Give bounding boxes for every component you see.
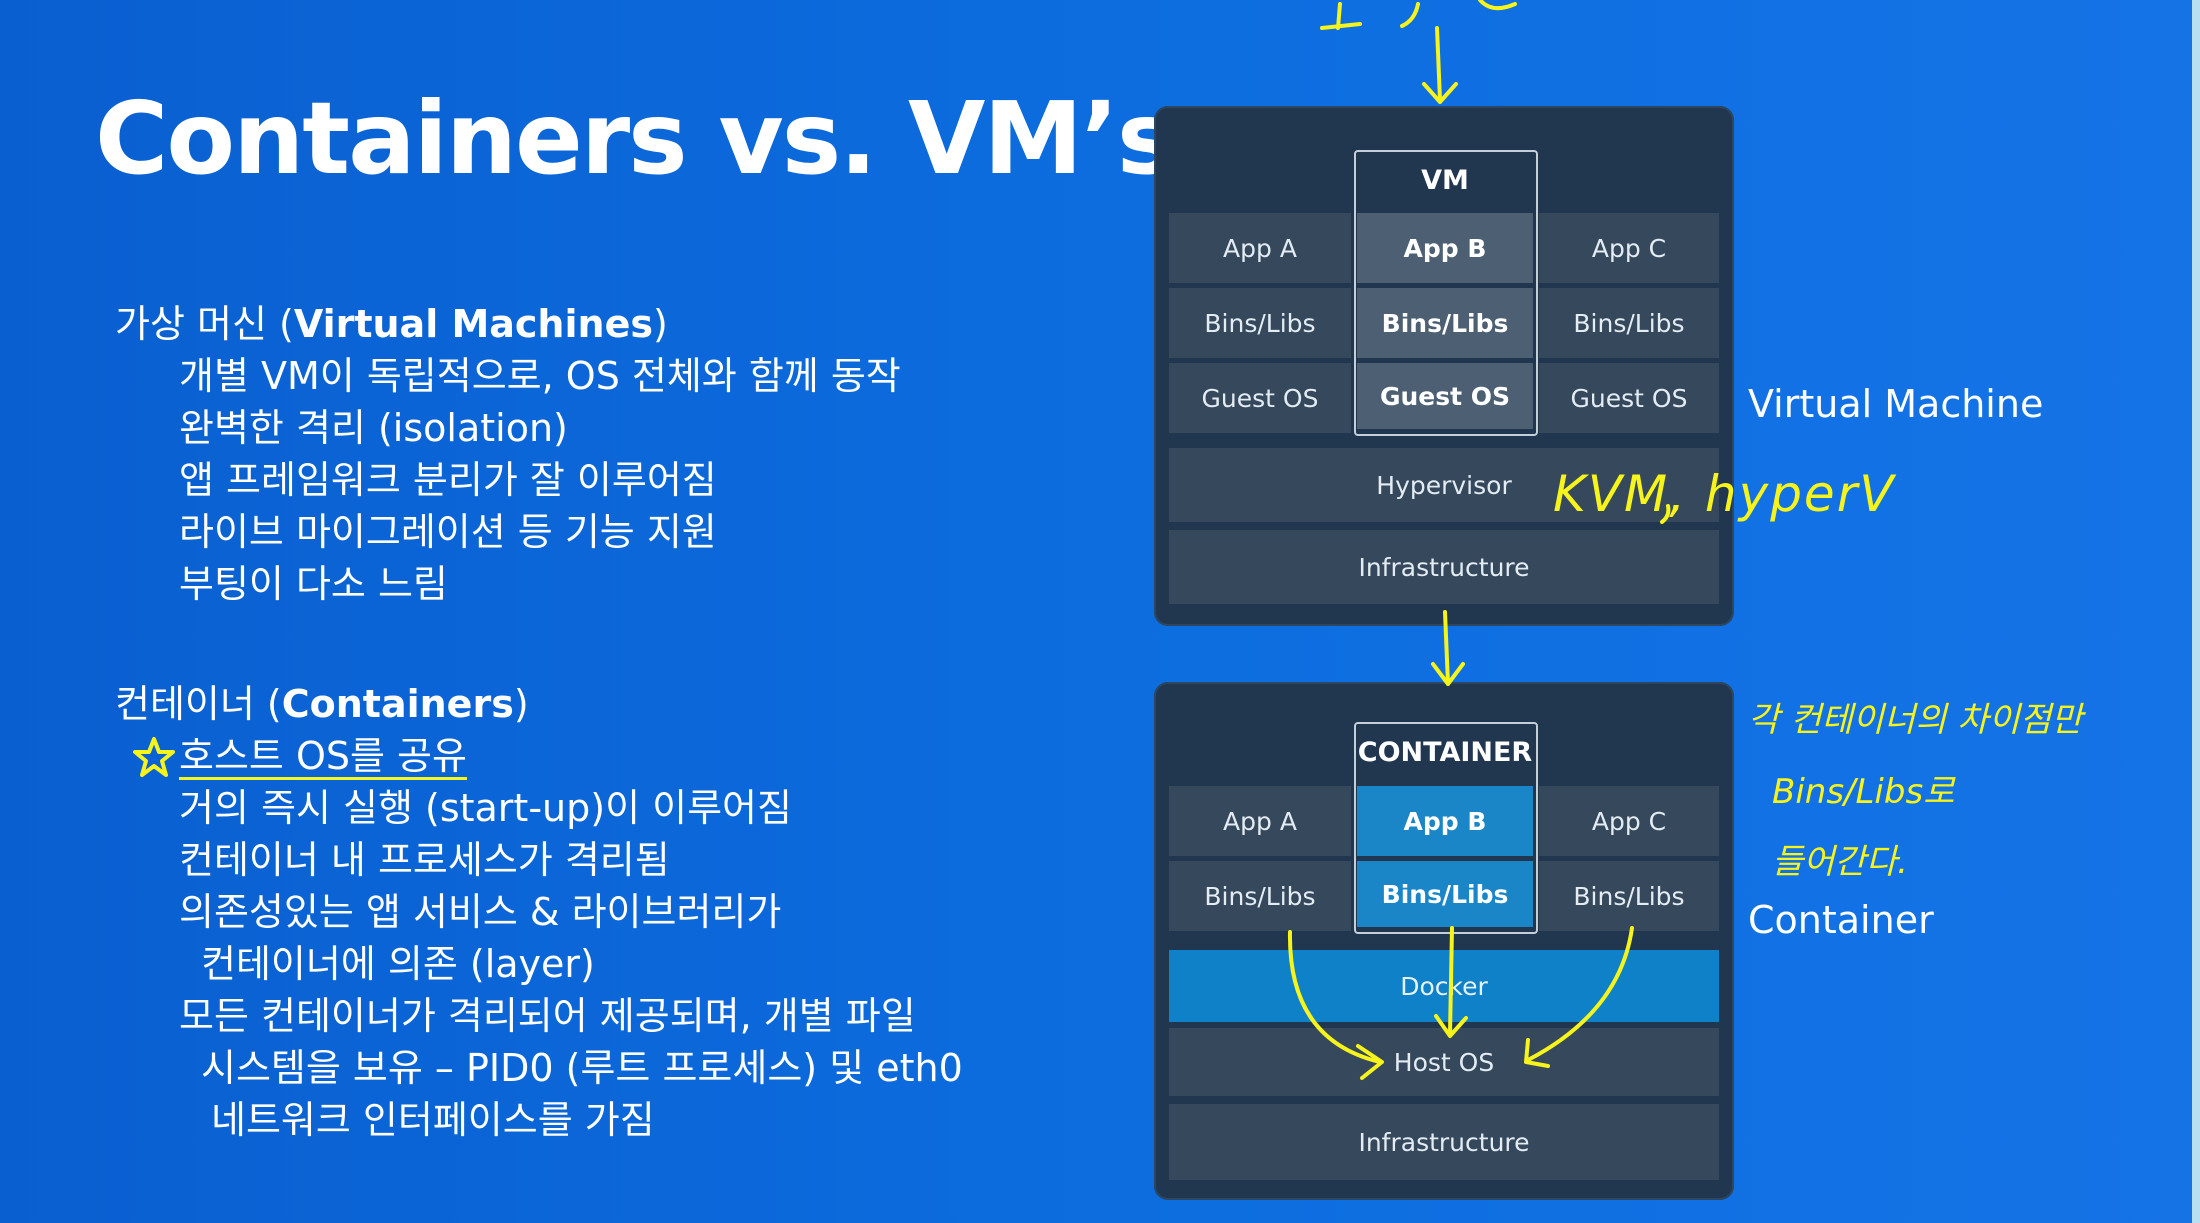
vm-guest-os-a: Guest OS	[1169, 363, 1351, 433]
container-item: 호스트 OS를 공유	[179, 730, 963, 782]
vm-bins-a: Bins/Libs	[1169, 288, 1351, 358]
container-item-continued: 시스템을 보유 – PID0 (루트 프로세스) 및 eth0	[201, 1046, 963, 1090]
vm-guest-os-c: Guest OS	[1539, 363, 1719, 433]
vm-app-b: App B	[1357, 213, 1533, 283]
vm-bins-c: Bins/Libs	[1539, 288, 1719, 358]
vm-item: 개별 VM이 독립적으로, OS 전체와 함께 동작	[179, 354, 901, 398]
kvm-handwritten-note: KVM, hyperV	[1553, 465, 1896, 523]
vm-item: 완벽한 격리 (isolation)	[179, 406, 568, 450]
vm-hypervisor: Hypervisor	[1169, 448, 1719, 522]
vm-stack-diagram: VM App A App B App C Bins/Libs Bins/Libs…	[1154, 106, 1734, 626]
container-item-continued: 네트워크 인터페이스를 가짐	[211, 1098, 655, 1142]
arrow-down-icon	[1431, 610, 1465, 686]
container-item: 모든 컨테이너가 격리되어 제공되며, 개별 파일	[179, 994, 916, 1038]
container-item: 컨테이너 내 프로세스가 격리됨	[179, 838, 670, 882]
container-heading-ko: 컨테이너	[115, 682, 255, 726]
vm-app-a: App A	[1169, 213, 1351, 283]
container-app-a: App A	[1169, 786, 1351, 856]
vm-infrastructure: Infrastructure	[1169, 530, 1719, 604]
container-host-os: Host OS	[1169, 1028, 1719, 1096]
vm-item: 부팅이 다소 느림	[179, 562, 448, 606]
curved-arrow-icon	[1524, 926, 1634, 1068]
container-frame-label: CONTAINER	[1357, 725, 1533, 779]
container-app-b: App B	[1357, 786, 1533, 856]
container-side-label: Container	[1748, 898, 1934, 942]
container-handwritten-note-line: Bins/Libs로	[1772, 772, 1955, 812]
vm-frame	[1354, 150, 1538, 436]
vm-item: 라이브 마이그레이션 등 기능 지원	[179, 510, 717, 554]
container-heading-en: Containers	[281, 682, 514, 726]
underlined-item: 호스트 OS를 공유	[179, 730, 467, 782]
vm-description: 가상 머신 (Virtual Machines) 개별 VM이 독립적으로, O…	[115, 298, 901, 610]
vm-bins-b: Bins/Libs	[1357, 288, 1533, 358]
arrow-down-icon	[1422, 26, 1458, 104]
top-scribble	[1320, 0, 1517, 30]
vm-heading: 가상 머신 (Virtual Machines)	[115, 302, 668, 346]
container-frame	[1354, 722, 1538, 934]
container-stack-diagram: CONTAINER App A App B App C Bins/Libs Bi…	[1154, 682, 1734, 1200]
container-description: 컨테이너 (Containers) 호스트 OS를 공유 거의 즉시 실행 (s…	[115, 678, 963, 1146]
kvm-comma-mark	[1660, 504, 1671, 524]
star-icon	[133, 737, 175, 777]
vm-app-c: App C	[1539, 213, 1719, 283]
arrow-down-icon	[1434, 926, 1468, 1038]
container-handwritten-note-line: 들어간다.	[1772, 842, 1908, 882]
container-item: 의존성있는 앱 서비스 & 라이브러리가	[179, 890, 782, 934]
container-item-continued: 컨테이너에 의존 (layer)	[201, 942, 595, 986]
container-heading: 컨테이너 (Containers)	[115, 682, 529, 726]
vm-item: 앱 프레임워크 분리가 잘 이루어짐	[179, 458, 717, 502]
vm-heading-en: Virtual Machines	[293, 302, 653, 346]
slide-title: Containers vs. VM’s	[95, 80, 1176, 197]
vm-frame-label: VM	[1357, 153, 1533, 207]
container-bins-c: Bins/Libs	[1539, 861, 1719, 931]
right-edge-strip	[2192, 0, 2200, 1223]
container-app-c: App C	[1539, 786, 1719, 856]
container-bins-a: Bins/Libs	[1169, 861, 1351, 931]
vm-guest-os-b: Guest OS	[1357, 363, 1533, 429]
vm-heading-ko: 가상 머신	[115, 302, 267, 346]
curved-arrow-icon	[1287, 930, 1384, 1080]
container-bins-b: Bins/Libs	[1357, 861, 1533, 927]
container-handwritten-note-line: 각 컨테이너의 차이점만	[1748, 700, 2083, 740]
vm-side-label: Virtual Machine	[1748, 382, 2044, 426]
container-docker: Docker	[1169, 950, 1719, 1022]
container-item: 거의 즉시 실행 (start-up)이 이루어짐	[179, 786, 792, 830]
container-infrastructure: Infrastructure	[1169, 1104, 1719, 1180]
